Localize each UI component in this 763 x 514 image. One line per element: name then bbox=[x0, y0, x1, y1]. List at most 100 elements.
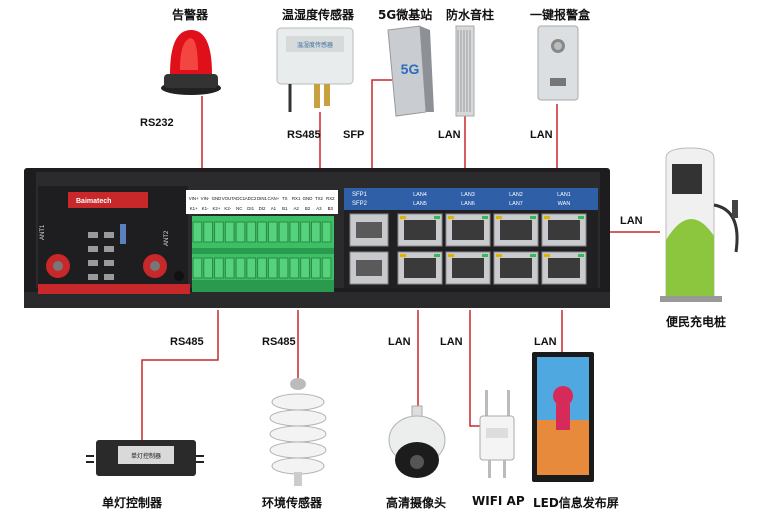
ant2-label: ANT2 bbox=[164, 230, 170, 246]
terminal-label-bottom: NC bbox=[236, 206, 242, 211]
link-alarm-box: LAN bbox=[530, 129, 553, 141]
rj45-socket bbox=[548, 258, 580, 278]
terminal-screw bbox=[321, 257, 332, 279]
link-alarm: RS232 bbox=[140, 117, 174, 129]
lan-label-top: LAN3 bbox=[461, 192, 475, 198]
label-alarm: 告警器 bbox=[172, 8, 209, 22]
port-led bbox=[448, 216, 454, 219]
terminal-label-top: CAN+ bbox=[267, 196, 279, 201]
label-led-screen: LED信息发布屏 bbox=[533, 496, 619, 510]
port-led bbox=[400, 216, 406, 219]
lan-label-bottom: LAN5 bbox=[413, 201, 427, 207]
terminal-screw bbox=[214, 257, 224, 279]
rj45-socket bbox=[548, 220, 580, 240]
label-wifi-ap: WIFI AP bbox=[472, 494, 525, 508]
terminal-label-top: DIN1 bbox=[257, 196, 268, 201]
terminal-label-top: TX2 bbox=[315, 196, 324, 201]
lan-label-top: LAN1 bbox=[557, 192, 571, 198]
label-speaker: 防水音柱 bbox=[446, 8, 495, 22]
terminal-screw bbox=[289, 221, 300, 243]
terminal-screw bbox=[246, 221, 257, 243]
link-speaker: LAN bbox=[438, 129, 461, 141]
terminal-label-bottom: DI2 bbox=[259, 206, 266, 211]
terminal-screw bbox=[203, 257, 214, 279]
port-led bbox=[578, 216, 584, 219]
link-th-sensor: RS485 bbox=[287, 129, 321, 141]
port-led bbox=[544, 216, 550, 219]
terminal-label-bottom: A1 bbox=[271, 206, 277, 211]
terminal-label-top: ADC1 bbox=[233, 196, 245, 201]
terminal-screw bbox=[310, 257, 321, 279]
terminal-screw bbox=[278, 221, 289, 243]
port-led bbox=[482, 254, 488, 257]
lan-label-top: LAN2 bbox=[509, 192, 523, 198]
terminal-screw bbox=[300, 221, 310, 243]
label-alarm-box: 一键报警盒 bbox=[530, 8, 591, 22]
terminal-screw bbox=[192, 257, 203, 279]
sfp1-label: SFP1 bbox=[352, 192, 368, 198]
label-5g-base: 5G微基站 bbox=[378, 8, 433, 22]
label-th-sensor: 温湿度传感器 bbox=[282, 8, 355, 22]
terminal-screw bbox=[278, 257, 289, 279]
terminal-screw bbox=[267, 221, 278, 243]
terminal-label-bottom: A2 bbox=[293, 206, 299, 211]
port-led bbox=[448, 254, 454, 257]
port-led bbox=[434, 216, 440, 219]
link-env: RS485 bbox=[262, 336, 296, 348]
th-sensor-text: 温湿度传感器 bbox=[297, 41, 333, 49]
terminal-label-bottom: A3 bbox=[316, 206, 322, 211]
port-led bbox=[496, 216, 502, 219]
rj45-socket bbox=[500, 258, 532, 278]
terminal-label-bottom: K2- bbox=[224, 206, 231, 211]
terminal-label-top: TX bbox=[282, 196, 288, 201]
rj45-socket bbox=[404, 258, 436, 278]
lan-label-top: LAN4 bbox=[413, 192, 427, 198]
label-lamp-ctrl: 单灯控制器 bbox=[102, 496, 163, 510]
port-led bbox=[578, 254, 584, 257]
terminal-screw bbox=[192, 221, 203, 243]
terminal-label-top: ADC2 bbox=[245, 196, 257, 201]
terminal-screw bbox=[257, 257, 267, 279]
terminal-label-top: GND bbox=[212, 196, 222, 201]
terminal-label-top: VIN- bbox=[201, 196, 210, 201]
port-led bbox=[530, 254, 536, 257]
terminal-label-bottom: K2+ bbox=[212, 206, 220, 211]
terminal-label-bottom: K1- bbox=[202, 206, 209, 211]
lan-label-bottom: LAN7 bbox=[509, 201, 523, 207]
terminal-label-top: RX2 bbox=[326, 196, 335, 201]
label-camera: 高清摄像头 bbox=[386, 496, 447, 510]
port-led bbox=[400, 254, 406, 257]
terminal-label-bottom: B3 bbox=[328, 206, 334, 211]
terminal-screw bbox=[257, 221, 267, 243]
terminal-label-top: VOUT bbox=[222, 196, 235, 201]
lamp-ctrl-text: 单灯控制器 bbox=[131, 452, 161, 460]
terminal-screw bbox=[321, 221, 332, 243]
port-led bbox=[544, 254, 550, 257]
lan-label-bottom: LAN6 bbox=[461, 201, 475, 207]
terminal-screw bbox=[224, 257, 235, 279]
terminal-screw bbox=[246, 257, 257, 279]
terminal-screw bbox=[224, 221, 235, 243]
port-led bbox=[530, 216, 536, 219]
terminal-label-top: GND bbox=[303, 196, 313, 201]
link-wifi: LAN bbox=[440, 336, 463, 348]
terminal-label-top: RX1 bbox=[292, 196, 301, 201]
ant1-label: ANT1 bbox=[40, 224, 46, 240]
line-5g bbox=[371, 79, 392, 168]
terminal-label-top: VIN+ bbox=[189, 196, 199, 201]
sfp2-label: SFP2 bbox=[352, 201, 368, 207]
link-camera: LAN bbox=[388, 336, 411, 348]
link-charger: LAN bbox=[620, 215, 643, 227]
terminal-screw bbox=[235, 257, 246, 279]
terminal-screw bbox=[267, 257, 278, 279]
